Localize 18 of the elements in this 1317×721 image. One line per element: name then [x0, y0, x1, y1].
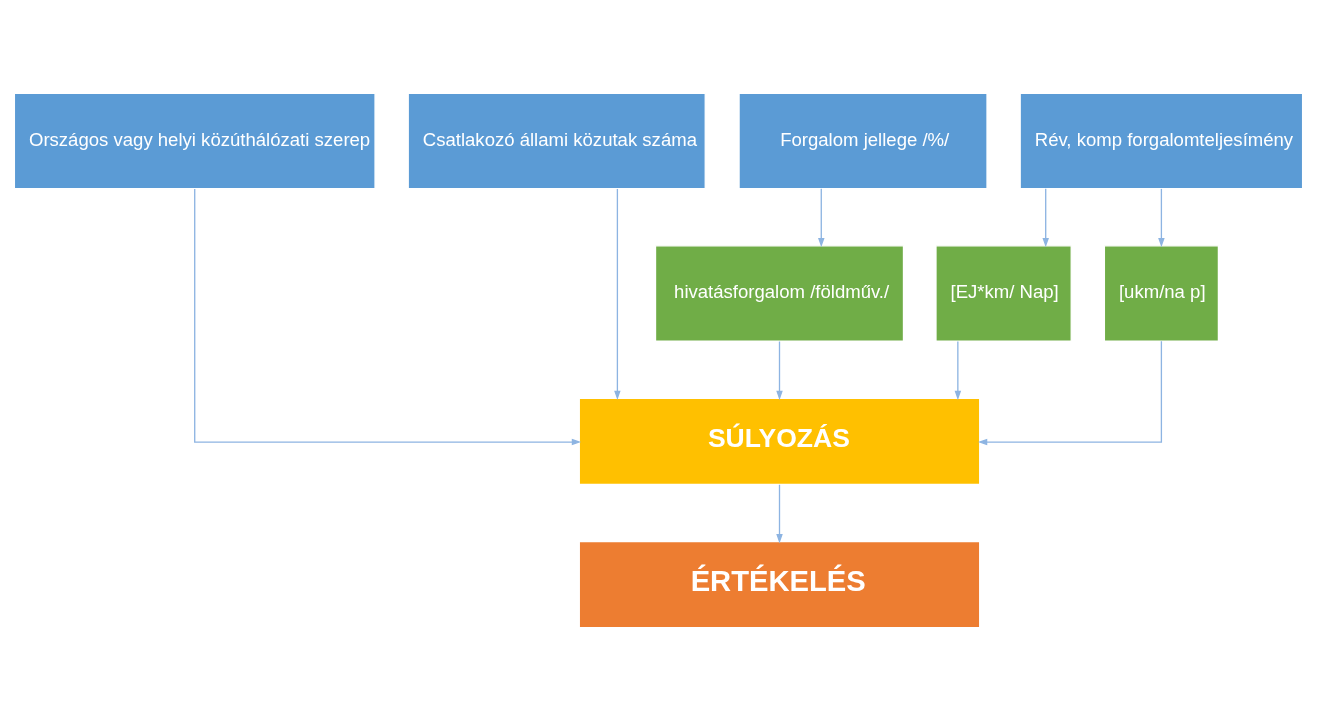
- arrow: [1158, 188, 1165, 248]
- node-box: SÚLYOZÁS: [578, 397, 981, 486]
- node-box: Csatlakozó állami közutak száma: [407, 92, 706, 190]
- arrow: [194, 188, 582, 446]
- arrow: [1042, 188, 1049, 248]
- arrow: [776, 340, 783, 401]
- arrow: [614, 188, 621, 401]
- arrow: [818, 188, 825, 248]
- node-box: Országos vagy helyi közúthálózati szerep: [13, 92, 376, 190]
- node-box: hivatásforgalom /földműv./: [654, 245, 905, 342]
- arrow: [776, 484, 783, 544]
- arrow: [977, 340, 1163, 446]
- node-box: [EJ*km/ Nap]: [935, 245, 1072, 342]
- node-box: Forgalom jellege /%/: [738, 92, 988, 190]
- node-box: [ukm/na p]: [1103, 245, 1220, 342]
- node-box: Rév, komp forgalomteljesímény: [1019, 92, 1304, 190]
- arrow: [954, 340, 962, 401]
- node-box: ÉRTÉKELÉS: [578, 540, 981, 629]
